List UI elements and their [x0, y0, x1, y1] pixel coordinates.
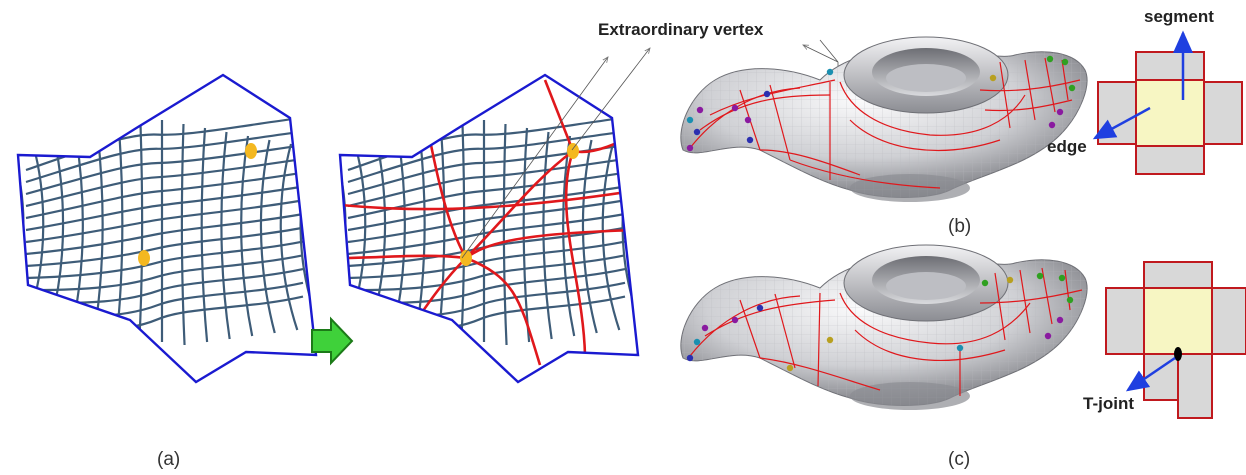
- t-joint-label: T-joint: [1083, 394, 1134, 413]
- quad-right: [1204, 82, 1242, 144]
- model-vertex-dot: [1057, 109, 1063, 115]
- segment-line: [466, 258, 540, 365]
- grid-line: [49, 140, 63, 327]
- grid-line: [461, 124, 464, 339]
- extraordinary-vertex-marker: [138, 250, 150, 266]
- extraordinary-vertex-marker: [245, 143, 257, 159]
- model-vertex-dot: [1049, 122, 1055, 128]
- t-joint-diagram: T-joint: [1083, 262, 1246, 418]
- quad-bottom-right: [1178, 354, 1212, 418]
- model-vertex-dot: [827, 337, 833, 343]
- grid-line: [439, 128, 445, 336]
- grid-line: [371, 140, 385, 327]
- model-vertex-dot: [757, 305, 763, 311]
- caption-a: (a): [157, 449, 180, 470]
- model-ring-hole: [886, 64, 966, 92]
- model-ring-hole: [886, 272, 966, 300]
- model-vertex-dot: [1047, 56, 1053, 62]
- grid-line: [139, 124, 142, 339]
- grid-line: [26, 297, 303, 331]
- quad-right: [1212, 288, 1246, 354]
- model-vertex-dot: [687, 145, 693, 151]
- model-vertex-dot: [694, 129, 700, 135]
- caption-c: (c): [948, 449, 970, 470]
- quad-left: [1106, 288, 1144, 354]
- edge-label: edge: [1047, 137, 1087, 156]
- grid-line: [504, 124, 507, 345]
- segment-label: segment: [1144, 7, 1214, 26]
- quad-bottom: [1136, 146, 1204, 174]
- model-vertex-dot: [1037, 273, 1043, 279]
- model-vertex-dot: [697, 107, 703, 113]
- model-vertex-dot: [745, 117, 751, 123]
- model-vertex-dot: [827, 69, 833, 75]
- right-arrow-icon: [312, 319, 352, 363]
- grid-line: [182, 124, 185, 345]
- quad-top: [1136, 52, 1204, 80]
- model-vertex-dot: [787, 365, 793, 371]
- extraordinary-vertex-label: Extraordinary vertex: [598, 20, 764, 39]
- model-vertex-dot: [764, 91, 770, 97]
- model-vertex-dot: [694, 339, 700, 345]
- model-vertex-dot: [1067, 297, 1073, 303]
- model-vertex-dot: [957, 345, 963, 351]
- quad-center: [1144, 288, 1212, 354]
- quad-mesh-original: [4, 75, 320, 382]
- model-vertex-dot: [982, 280, 988, 286]
- quad-top: [1144, 262, 1212, 288]
- model-vertex-dot: [702, 325, 708, 331]
- model-vertex-dot: [747, 137, 753, 143]
- model-vertex-dot: [1007, 277, 1013, 283]
- mesh-grid-lines: [4, 118, 320, 345]
- model-vertex-dot: [1059, 275, 1065, 281]
- model-segmented-3d: [681, 37, 1087, 202]
- model-vertex-dot: [1069, 85, 1075, 91]
- quad-center: [1136, 80, 1204, 146]
- model-tjoint-3d: [681, 245, 1087, 410]
- caption-b: (b): [948, 216, 971, 237]
- model-vertex-dot: [687, 117, 693, 123]
- model-vertex-dot: [1062, 59, 1068, 65]
- grid-line: [117, 128, 123, 336]
- model-vertex-dot: [732, 317, 738, 323]
- model-vertex-dot: [732, 105, 738, 111]
- model-vertex-dot: [1045, 333, 1051, 339]
- quad-left: [1098, 82, 1136, 144]
- grid-line: [349, 144, 366, 324]
- model-vertex-dot: [990, 75, 996, 81]
- model-vertex-dot: [1057, 317, 1063, 323]
- segment-line: [410, 258, 466, 330]
- model-base: [850, 174, 970, 202]
- extraordinary-vertex-marker: [567, 143, 579, 159]
- model-vertex-dot: [687, 355, 693, 361]
- grid-line: [27, 144, 44, 324]
